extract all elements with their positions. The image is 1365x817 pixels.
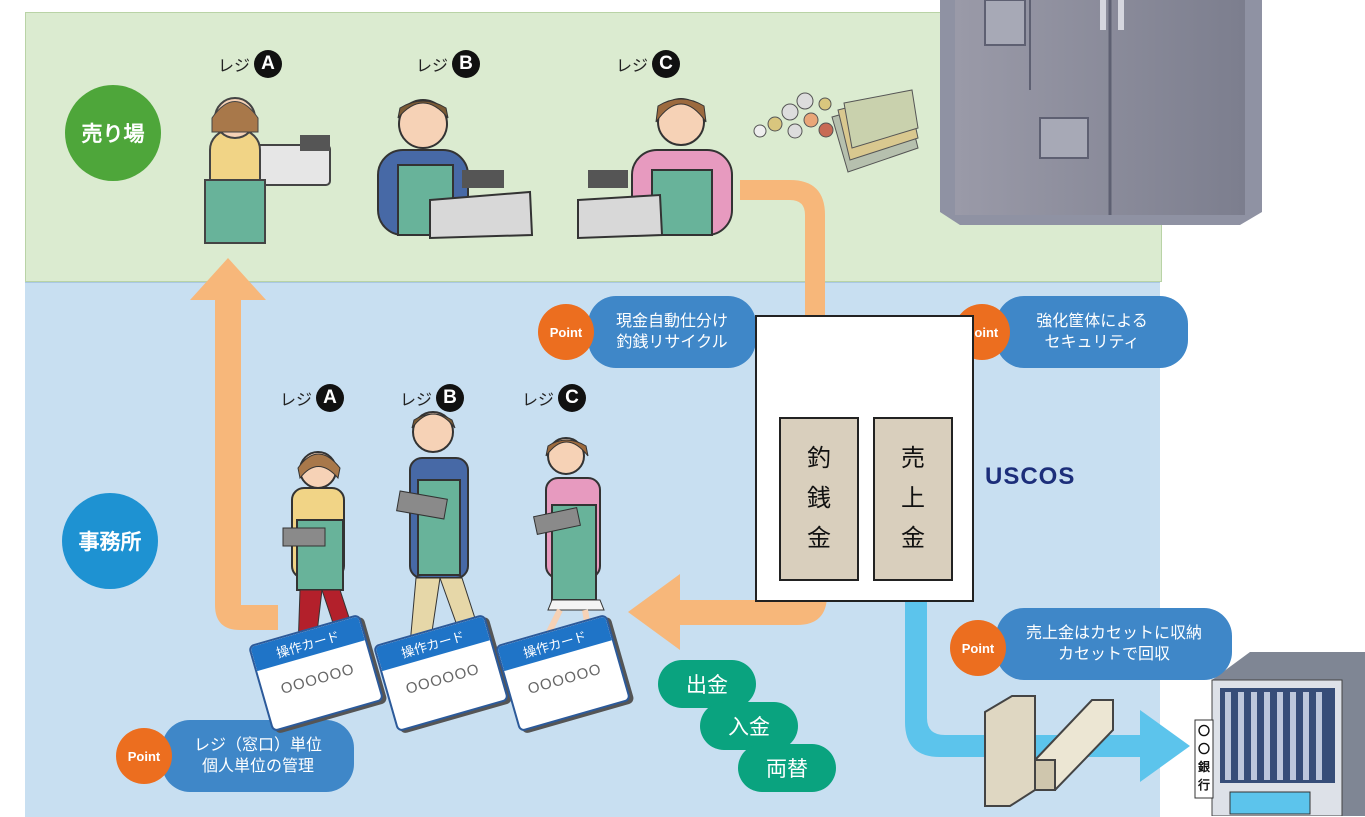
compartment-char: 売: [901, 445, 925, 472]
callout-line: レジ（窓口）単位: [193, 737, 322, 754]
point-badge: Point: [116, 728, 172, 784]
register-letter-badge: C: [558, 384, 587, 412]
bank-sign: 〇 〇 銀 行: [1196, 722, 1212, 794]
compartment-char: 金: [807, 525, 831, 552]
point-cash-sorting-callout: 現金自動仕分け釣銭リサイクル: [588, 296, 756, 368]
register-letter-badge: A: [254, 50, 283, 78]
withdrawal-pill: 出金: [658, 660, 756, 708]
register-text: レジ: [522, 392, 555, 409]
bank-sign-char: 〇: [1197, 724, 1210, 738]
staff-b-walking-illustration: [396, 411, 483, 646]
orange-flow-arrows: [190, 180, 850, 650]
register-text: レジ: [616, 58, 649, 75]
register-text: レジ: [416, 58, 449, 75]
register-letter-badge: A: [316, 384, 345, 412]
compartment-char: 上: [901, 485, 925, 512]
callout-line: 個人単位の管理: [201, 758, 314, 775]
callout-line: カセットで回収: [1057, 646, 1170, 663]
point-security-callout: 強化筐体によるセキュリティ: [996, 296, 1188, 368]
cashier-b-top-illustration: [377, 99, 534, 240]
cash-illustration: [753, 89, 919, 173]
callout-line: 釣銭リサイクル: [616, 334, 728, 351]
sales-proceeds-compartment: 売 上 金: [873, 417, 953, 581]
sales-floor-label: 売り場: [65, 85, 161, 181]
uscos-machine: 釣 銭 金 売 上 金: [755, 315, 974, 602]
exchange-pill: 両替: [738, 744, 836, 792]
cassette-illustrations: [984, 695, 1114, 807]
register-b-bottom-label: レジ B: [400, 384, 465, 412]
register-a-bottom-label: レジ A: [280, 384, 345, 412]
callout-line: セキュリティ: [1044, 334, 1140, 351]
point-cassette-callout: 売上金はカセットに収納カセットで回収: [996, 608, 1232, 680]
point-management-callout: レジ（窓口）単位個人単位の管理: [162, 720, 354, 792]
register-a-top-label: レジ A: [218, 50, 283, 78]
register-letter-badge: B: [452, 50, 481, 78]
register-b-top-label: レジ B: [416, 50, 481, 78]
bank-building-illustration: [1194, 652, 1365, 816]
bank-sign-char: 〇: [1197, 742, 1210, 756]
uscos-product-name: USCOS: [985, 463, 1076, 490]
bank-sign-char: 行: [1197, 778, 1210, 792]
point-badge: Point: [950, 620, 1006, 676]
point-badge: Point: [538, 304, 594, 360]
compartment-char: 金: [901, 525, 925, 552]
cashier-a-top-illustration: [204, 97, 331, 244]
compartment-char: 釣: [807, 445, 831, 472]
callout-line: 強化筐体による: [1036, 313, 1148, 330]
register-text: レジ: [280, 392, 313, 409]
register-letter-badge: C: [652, 50, 681, 78]
compartment-char: 銭: [807, 485, 831, 512]
cash-safe-illustration: [940, 0, 1262, 225]
register-c-top-label: レジ C: [616, 50, 681, 78]
register-text: レジ: [400, 392, 433, 409]
callout-line: 現金自動仕分け: [615, 313, 728, 330]
change-fund-compartment: 釣 銭 金: [779, 417, 859, 581]
register-letter-badge: B: [436, 384, 465, 412]
callout-line: 売上金はカセットに収納: [1025, 625, 1202, 642]
deposit-pill: 入金: [700, 702, 798, 750]
bank-sign-char: 銀: [1197, 760, 1210, 774]
office-label: 事務所: [62, 493, 158, 589]
register-c-bottom-label: レジ C: [522, 384, 587, 412]
cashier-c-top-illustration: [577, 98, 733, 240]
register-text: レジ: [218, 58, 251, 75]
